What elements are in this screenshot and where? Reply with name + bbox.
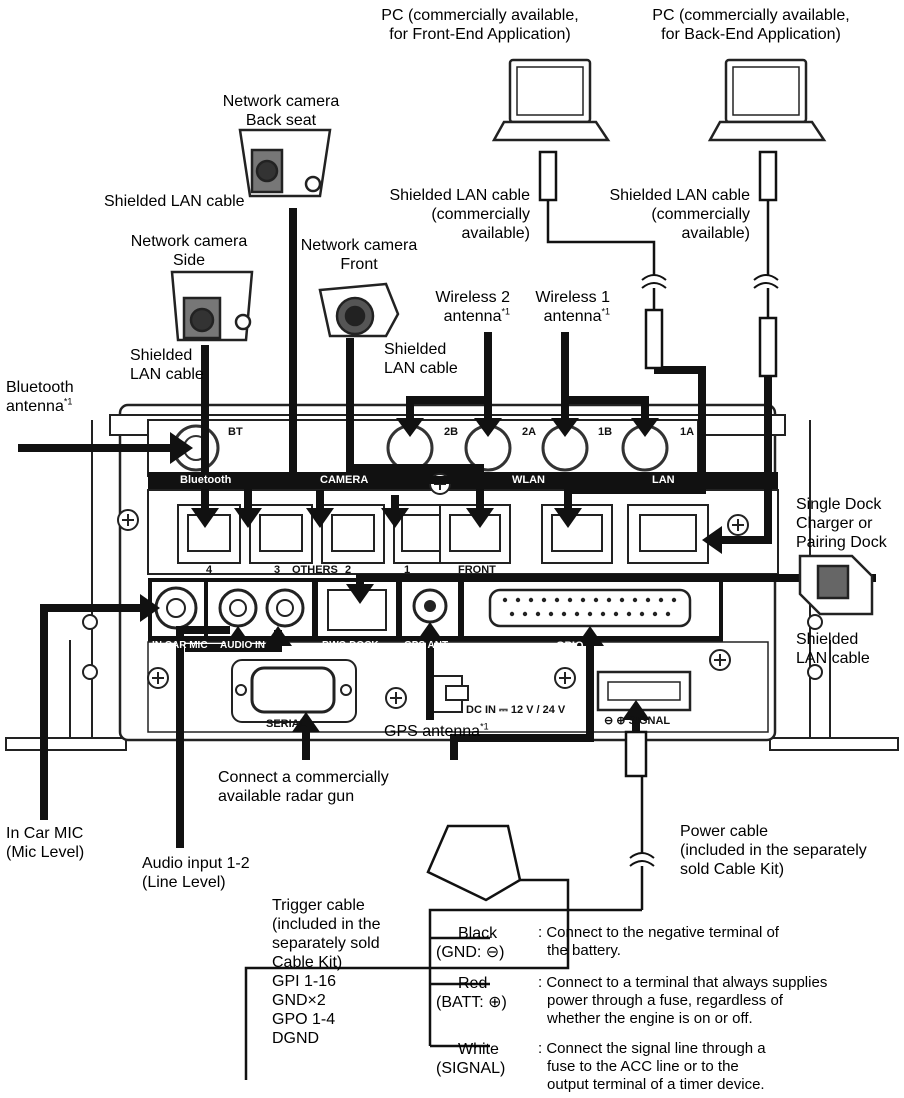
panel-mic: IN CAR MIC — [152, 640, 208, 651]
cable-audio — [176, 626, 230, 848]
label-wireless-2: Wireless 2 antenna*1 — [435, 289, 510, 325]
cable-back-seat — [289, 208, 460, 484]
camera-front — [318, 282, 400, 338]
wire-black-name: Black (GND: ⊖) — [436, 925, 505, 961]
panel-camera: CAMERA — [320, 474, 369, 486]
single-dock — [798, 554, 874, 616]
wire-red-desc: : Connect to a terminal that always supp… — [538, 974, 828, 1027]
cable-breaks — [629, 274, 779, 867]
cable-pc-back — [712, 375, 772, 544]
wire-red-name: Red (BATT: ⊕) — [436, 975, 507, 1011]
laptop-back — [707, 58, 827, 142]
panel-signal: ⊖ ⊕ SIGNAL — [604, 715, 671, 727]
panel-port-3: 3 — [274, 564, 281, 576]
cable-wireless2 — [406, 332, 492, 430]
panel-gps: GPS ANT — [404, 640, 449, 651]
label-wireless-1: Wireless 1 antenna*1 — [535, 289, 610, 325]
panel-dcin: DC IN ⎓ 12 V / 24 V — [466, 704, 566, 716]
panel-port-2: 2 — [345, 564, 352, 576]
label-bluetooth: Bluetooth antenna*1 — [6, 379, 74, 415]
label-audio: Audio input 1-2(Line Level) — [142, 855, 250, 891]
cable-pc-front — [564, 366, 706, 520]
panel-bluetooth: Bluetooth — [180, 474, 232, 486]
wire-white-desc: : Connect the signal line through a fuse… — [538, 1040, 766, 1093]
panel-port-1: 1 — [404, 564, 411, 576]
lower-connectors — [152, 582, 719, 723]
label-lan-back-seat: Shielded LAN cable — [104, 193, 245, 210]
cable-wireless1 — [561, 332, 649, 430]
laptop-front — [491, 58, 611, 142]
cable-gpio — [450, 660, 594, 760]
label-gps: GPS antenna*1 — [384, 721, 489, 740]
panel-front: FRONT — [458, 564, 496, 576]
camera-back-seat — [238, 128, 332, 198]
panel-serial: SERIAL — [266, 718, 307, 730]
panel-port-4: 4 — [206, 564, 213, 576]
plugs — [426, 150, 778, 902]
panel-gpio: GPIO — [556, 640, 584, 652]
label-mic: In Car MIC(Mic Level) — [6, 825, 85, 861]
arrow-heads — [140, 418, 722, 732]
thin-cables — [244, 200, 770, 1080]
panel-bt: BT — [228, 426, 243, 438]
wire-white-name: White (SIGNAL) — [436, 1041, 506, 1077]
cable-mic — [40, 604, 150, 820]
camera-side — [170, 270, 254, 342]
panel-wlan: WLAN — [512, 474, 545, 486]
panel-others: OTHERS — [292, 564, 338, 576]
panel-bwc: BWC-DOCK — [322, 640, 379, 651]
panel-audio: AUDIO IN — [220, 640, 265, 651]
panel-1b: 1B — [598, 426, 613, 438]
label-power-cable: Power cable (included in the separately … — [680, 823, 867, 878]
label-pc-front: PC (commercially available,for Front-End… — [381, 7, 579, 43]
panel-1a: 1A — [680, 426, 695, 438]
panel-2b: 2B — [444, 426, 459, 438]
cable-front — [346, 338, 484, 518]
panel-2a: 2A — [522, 426, 537, 438]
panel-lan: LAN — [652, 474, 675, 486]
label-trigger-cable: Trigger cable (included in the separatel… — [272, 897, 381, 1047]
label-pc-back: PC (commercially available,for Back-End … — [652, 7, 850, 43]
wire-black-desc: : Connect to the negative terminal of th… — [538, 924, 779, 959]
